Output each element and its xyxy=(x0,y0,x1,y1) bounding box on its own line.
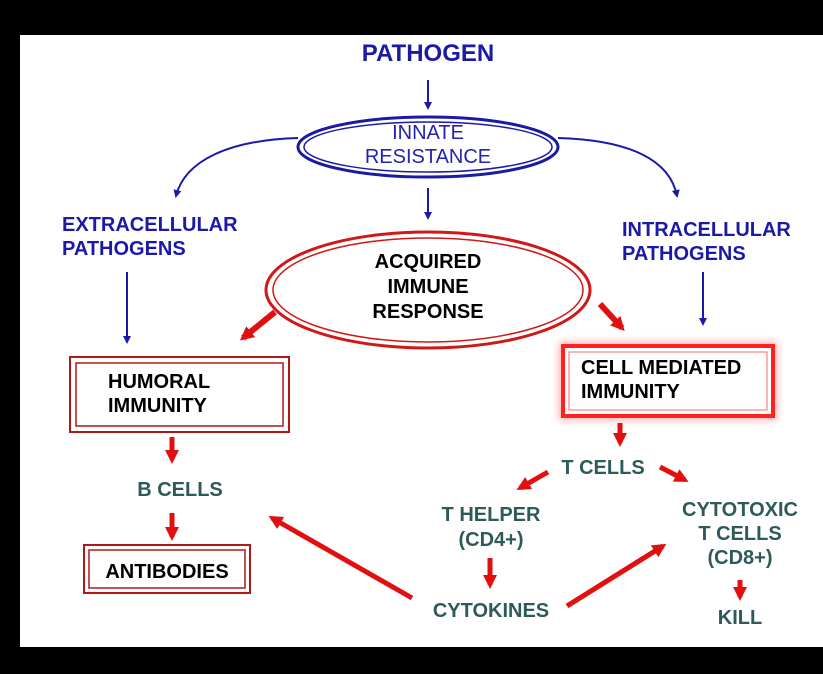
arrow-tcells-cytotoxic xyxy=(658,464,689,483)
antibodies-box xyxy=(83,544,251,594)
cytotoxic-label: CYTOTOXIC T CELLS (CD8+) xyxy=(682,499,798,569)
humoral-box xyxy=(69,356,290,433)
t-helper-label: T HELPER (CD4+) xyxy=(441,504,541,551)
humoral-label: HUMORAL IMMUNITY xyxy=(108,371,211,417)
arrow-tcells-thelper xyxy=(516,469,550,491)
acquired-label: ACQUIRED IMMUNE RESPONSE xyxy=(372,251,484,323)
intracellular-label: INTRACELLULAR PATHOGENS xyxy=(622,219,791,265)
b-cells-label: B CELLS xyxy=(137,479,223,501)
innate-resistance-label: INNATE RESISTANCE xyxy=(364,122,492,168)
innate-ellipse xyxy=(296,115,560,179)
arrow-cytokines-bcells xyxy=(268,515,414,601)
cell-mediated-label: CELL MEDIATED IMMUNITY xyxy=(581,357,742,403)
diagram-canvas: PATHOGEN INNATE RESISTANCE EXTRACELLULAR… xyxy=(20,35,823,647)
kill-label: KILL xyxy=(717,607,763,629)
arrow-acquired-cellmediated xyxy=(597,301,625,331)
cytokines-label: CYTOKINES xyxy=(432,600,550,622)
arrow-innate-extracellular xyxy=(173,137,299,198)
acquired-ellipse xyxy=(264,230,592,350)
arrow-acquired-humoral xyxy=(239,309,277,341)
t-cells-label: T CELLS xyxy=(561,457,645,479)
pathogen-label: PATHOGEN xyxy=(361,40,495,67)
extracellular-label: EXTRACELLULAR PATHOGENS xyxy=(62,214,238,260)
arrow-cytokines-cytotoxic xyxy=(565,543,667,609)
cell-mediated-box xyxy=(561,344,775,418)
antibodies-label: ANTIBODIES xyxy=(105,561,229,583)
arrow-innate-intracellular xyxy=(557,137,680,198)
